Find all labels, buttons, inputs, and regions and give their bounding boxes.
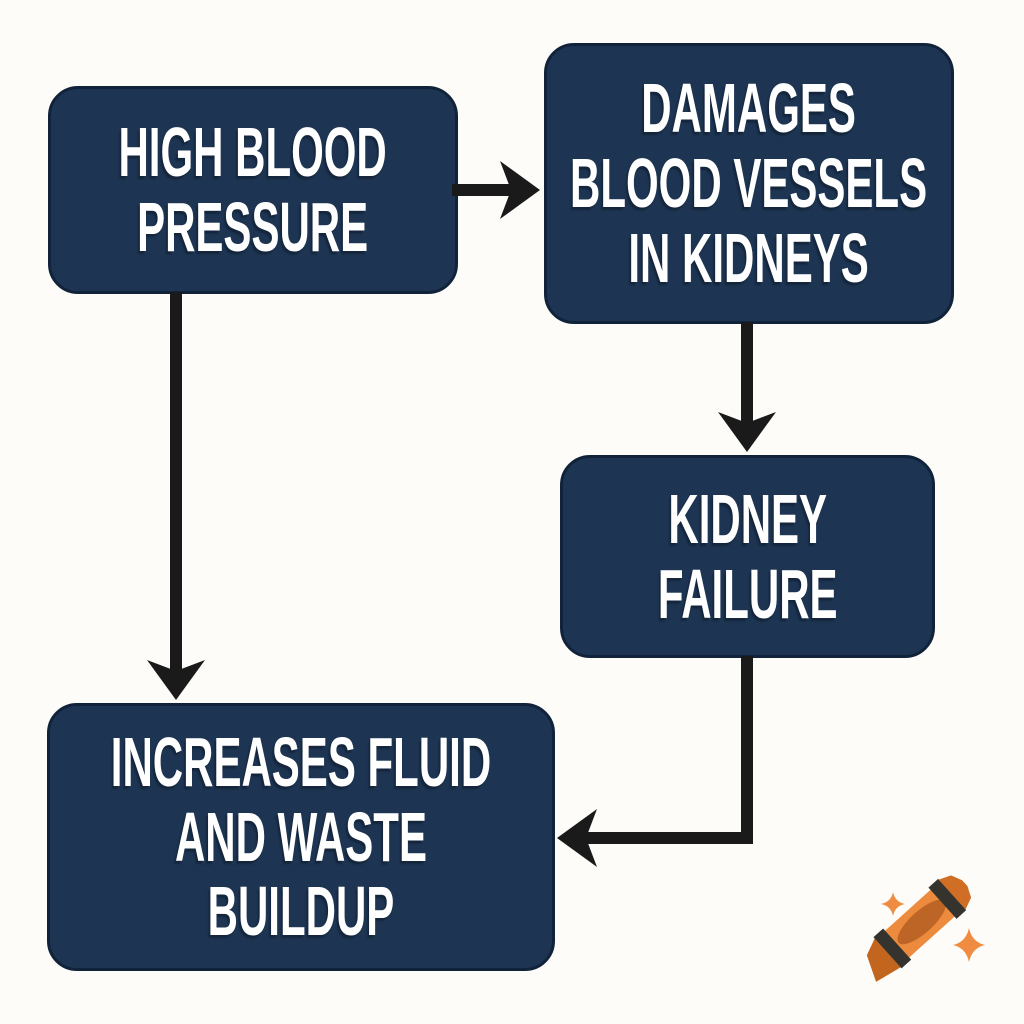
node-damages-blood-vessels-in-kidneys: DAMAGES BLOOD VESSELS IN KIDNEYS [544, 43, 954, 324]
node-kidney-failure-label: KIDNEY FAILURE [657, 479, 838, 633]
arrow-kidney-failure-to-fluid [557, 656, 753, 867]
crayon-stripe-back [928, 878, 967, 919]
node-high-blood-pressure: HIGH BLOOD PRESSURE [48, 86, 458, 294]
crayon-ellipse [897, 899, 946, 945]
crayon-cap [938, 875, 972, 910]
sparkle-large-icon [953, 928, 985, 962]
crayon-tip [866, 936, 903, 982]
crayon-icon [866, 875, 972, 982]
crayon-stripe-front [873, 928, 912, 969]
crayon-watermark [866, 875, 985, 982]
sparkle-small-icon [881, 892, 905, 916]
arrow-hbp-to-damages [452, 161, 540, 219]
arrow-damages-to-kidney-failure [718, 322, 776, 452]
node-kidney-failure: KIDNEY FAILURE [560, 455, 935, 658]
node-increases-fluid-and-waste-buildup: INCREASES FLUID AND WASTE BUILDUP [47, 703, 555, 971]
node-damages-blood-vessels-label: DAMAGES BLOOD VESSELS IN KIDNEYS [570, 69, 928, 297]
arrow-hbp-to-fluid [147, 292, 205, 700]
node-increases-fluid-label: INCREASES FLUID AND WASTE BUILDUP [110, 722, 492, 951]
node-high-blood-pressure-label: HIGH BLOOD PRESSURE [118, 113, 388, 266]
